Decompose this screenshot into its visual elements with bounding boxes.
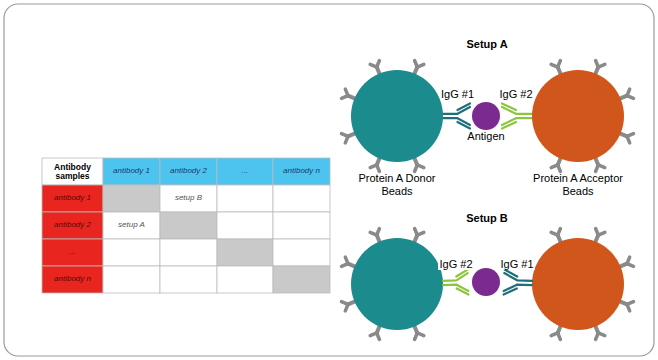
protein-a bbox=[558, 165, 561, 172]
row-header: antibody 1 bbox=[43, 185, 102, 212]
protein-a bbox=[415, 61, 418, 68]
table-cell bbox=[42, 266, 103, 293]
protein-a bbox=[551, 64, 558, 67]
table-cell bbox=[217, 266, 273, 293]
table-grid bbox=[42, 158, 330, 293]
protein-a bbox=[342, 264, 349, 267]
igg-label: IgG #1 bbox=[499, 258, 534, 270]
table-cell bbox=[160, 239, 217, 266]
protein-a bbox=[377, 165, 380, 172]
row-header: antibody n bbox=[43, 266, 102, 293]
protein-a bbox=[598, 333, 605, 336]
row-header: ... bbox=[43, 239, 102, 266]
donor-bead-shape bbox=[337, 56, 457, 176]
antigen-shape bbox=[451, 98, 521, 134]
protein-a bbox=[627, 257, 630, 264]
column-header: ... bbox=[218, 158, 272, 185]
table-cell bbox=[160, 185, 217, 212]
table-cell bbox=[103, 158, 160, 185]
bead bbox=[532, 229, 633, 340]
column-header: antibody 1 bbox=[104, 158, 159, 185]
node-label: Antigen bbox=[451, 130, 521, 143]
acceptor-bead-shape bbox=[518, 56, 638, 176]
table-cell bbox=[103, 212, 160, 239]
protein-a bbox=[551, 232, 558, 235]
protein-a bbox=[627, 302, 634, 305]
table-cell bbox=[103, 239, 160, 266]
bead-body bbox=[532, 238, 624, 330]
table-cell bbox=[217, 158, 273, 185]
table-cell bbox=[42, 158, 103, 185]
table-cell bbox=[217, 212, 273, 239]
setup-b-illustration bbox=[342, 229, 634, 340]
table-cell bbox=[42, 185, 103, 212]
igg-antibody bbox=[443, 270, 469, 295]
table-cell bbox=[217, 185, 273, 212]
igg-antibody bbox=[502, 104, 532, 129]
protein-a bbox=[342, 96, 349, 99]
table-cell bbox=[273, 239, 330, 266]
table-cell bbox=[160, 212, 217, 239]
protein-a bbox=[598, 165, 605, 168]
protein-a bbox=[627, 134, 634, 137]
setup-title: Setup A bbox=[466, 38, 507, 50]
table-cell bbox=[273, 185, 330, 212]
table-cell bbox=[160, 266, 217, 293]
igg-connector bbox=[443, 104, 470, 129]
column-header: antibody n bbox=[274, 158, 329, 185]
node-label: Protein A Acceptor Beads bbox=[530, 172, 626, 198]
igg-label: IgG #1 bbox=[440, 88, 475, 100]
setup-title: Setup B bbox=[466, 212, 508, 224]
bead bbox=[342, 229, 443, 340]
protein-a bbox=[417, 165, 424, 168]
panel-frame bbox=[4, 4, 654, 356]
igg-label: IgG #2 bbox=[438, 258, 473, 270]
protein-a bbox=[627, 89, 630, 96]
antigen-circle bbox=[472, 268, 500, 296]
table-cell bbox=[273, 266, 330, 293]
igg-antibody bbox=[504, 270, 532, 295]
bead bbox=[532, 61, 633, 172]
protein-a bbox=[415, 229, 418, 236]
protein-a bbox=[377, 333, 380, 340]
table-cell bbox=[103, 266, 160, 293]
protein-a bbox=[596, 61, 599, 68]
protein-a bbox=[558, 333, 561, 340]
table-cell bbox=[217, 239, 273, 266]
table-cell bbox=[273, 158, 330, 185]
row-header: antibody 2 bbox=[43, 212, 102, 239]
table-cell-text: setup B bbox=[161, 185, 216, 212]
table-cell bbox=[42, 212, 103, 239]
antigen: Antigen bbox=[451, 98, 521, 143]
acceptor-bead: Protein A Acceptor Beads bbox=[518, 56, 638, 198]
column-header: antibody 2 bbox=[161, 158, 216, 185]
table-cell bbox=[273, 212, 330, 239]
bead-body bbox=[351, 238, 443, 330]
node-label: Protein A Donor Beads bbox=[349, 172, 445, 198]
table-header: Antibody samples bbox=[43, 158, 102, 185]
bead-body bbox=[351, 70, 443, 162]
igg-antibody bbox=[443, 104, 470, 129]
table-cell bbox=[160, 158, 217, 185]
protein-a bbox=[345, 136, 348, 143]
protein-a bbox=[417, 333, 424, 336]
donor-bead: Protein A Donor Beads bbox=[337, 56, 457, 198]
table-cell-text: setup A bbox=[104, 212, 159, 239]
table-cell bbox=[42, 239, 103, 266]
bead-body bbox=[532, 70, 624, 162]
igg-connector bbox=[502, 104, 532, 129]
protein-a bbox=[370, 64, 377, 67]
antigen-circle bbox=[472, 102, 500, 130]
igg-label: IgG #2 bbox=[498, 88, 533, 100]
protein-a bbox=[596, 229, 599, 236]
table-cell bbox=[103, 185, 160, 212]
bead bbox=[342, 61, 443, 172]
protein-a bbox=[370, 232, 377, 235]
protein-a bbox=[345, 304, 348, 311]
